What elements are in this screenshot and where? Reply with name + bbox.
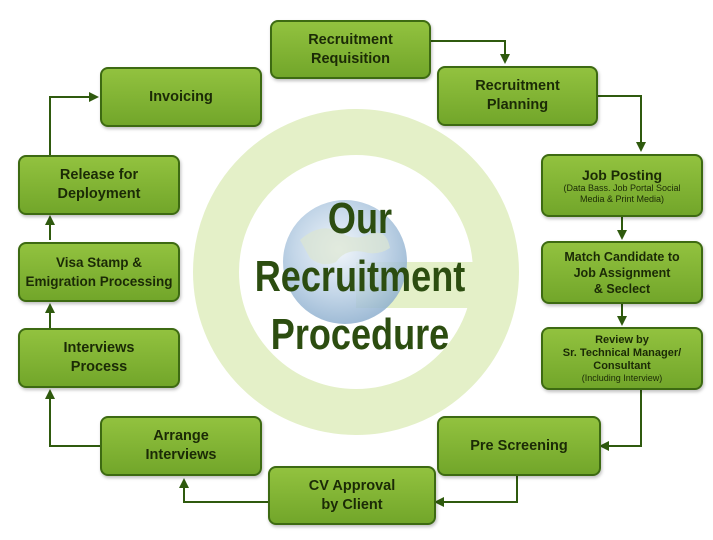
arrow-review-to-pre-screening: [599, 390, 642, 451]
step-match-candidate: Match Candidate to Job Assignment & Secl…: [541, 241, 703, 304]
step-label: by Client: [321, 496, 383, 513]
step-sublabel: (Data Bass. Job Portal Social: [563, 182, 681, 193]
step-job-posting: Job Posting (Data Bass. Job Portal Socia…: [541, 154, 703, 217]
step-label: Sr. Technical Manager/: [562, 346, 682, 359]
step-sublabel: Media & Print Media): [579, 193, 665, 204]
step-label: Match Candidate to: [564, 249, 680, 264]
title-line-1: Our: [327, 194, 393, 243]
step-review: Review by Sr. Technical Manager/ Consult…: [541, 327, 703, 390]
step-label: Review by: [595, 333, 649, 346]
step-label: Process: [70, 359, 128, 375]
step-label: Job Posting: [581, 166, 663, 183]
step-recruitment-planning: Recruitment Planning: [437, 66, 598, 126]
title-line-2: Recruitment: [254, 252, 466, 301]
step-interviews-process: Interviews Process: [18, 328, 180, 388]
globe-image: [283, 200, 407, 324]
step-label: Release for: [59, 167, 139, 183]
arrow-release-to-invoicing: [49, 92, 99, 155]
step-label: Visa Stamp &: [55, 255, 143, 270]
step-visa-stamp: Visa Stamp & Emigration Processing: [18, 242, 180, 302]
flow-arrows: [45, 40, 646, 507]
diagram-title: Our Recruitment Procedure: [230, 190, 490, 364]
step-label: Recruitment: [308, 31, 393, 48]
step-label: Job Assignment: [573, 265, 671, 280]
step-label: Deployment: [57, 186, 141, 202]
title-line-3: Procedure: [270, 310, 450, 359]
step-label: Emigration Processing: [25, 274, 173, 289]
step-label: Requisition: [311, 50, 390, 67]
arrow-planning-to-job-posting: [598, 95, 646, 152]
step-sublabel: (Including Interview): [581, 372, 663, 383]
step-label: Invoicing: [149, 88, 213, 105]
step-invoicing: Invoicing: [100, 67, 262, 127]
arrow-cv-approval-to-arrange: [179, 478, 268, 503]
step-label: Recruitment: [475, 78, 560, 94]
step-label: Planning: [486, 97, 549, 113]
step-pre-screening: Pre Screening: [437, 416, 601, 476]
step-label: Pre Screening: [470, 437, 568, 454]
step-label: Interviews: [63, 340, 135, 356]
arrow-requisition-to-planning: [431, 40, 510, 64]
step-label: & Seclect: [593, 281, 651, 296]
step-recruitment-requisition: Recruitment Requisition: [270, 20, 431, 79]
step-label: Arrange: [153, 428, 209, 444]
arrow-pre-screening-to-cv-approval: [434, 476, 518, 507]
arrow-arrange-to-interviews-process: [45, 389, 100, 447]
step-label: CV Approval: [308, 477, 396, 494]
step-release-for-deployment: Release for Deployment: [18, 155, 180, 215]
step-cv-approval: CV Approval by Client: [268, 466, 436, 525]
step-label: Interviews: [145, 447, 217, 463]
step-arrange-interviews: Arrange Interviews: [100, 416, 262, 476]
step-label: Consultant: [593, 359, 651, 372]
